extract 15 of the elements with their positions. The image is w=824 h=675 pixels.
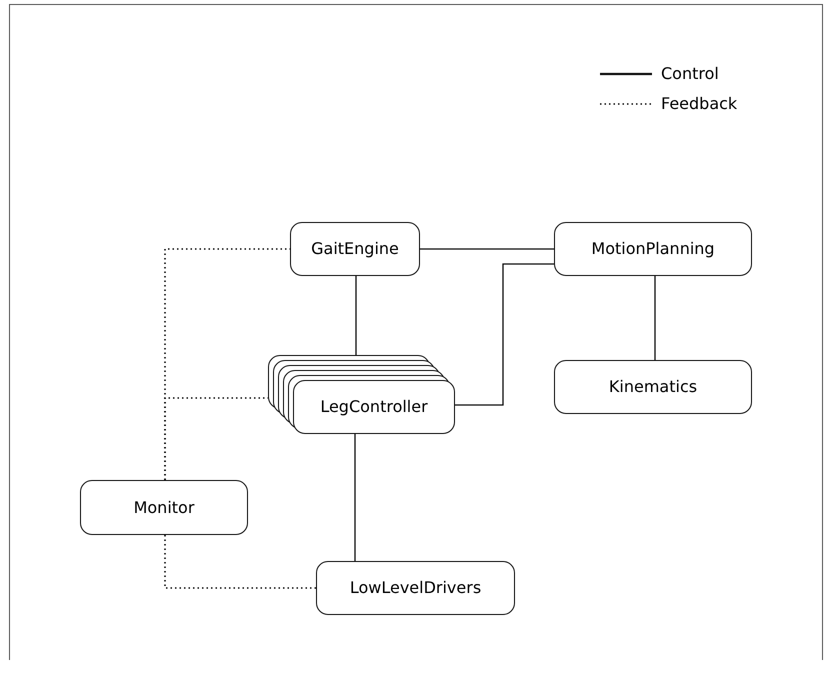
process-box: GaitEngine	[290, 222, 420, 276]
process-box: Kinematics	[554, 360, 752, 414]
connector-line	[164, 535, 316, 589]
box-label: LegController	[320, 396, 428, 418]
connector-line	[654, 276, 656, 360]
process-box: MotionPlanning	[554, 222, 752, 276]
process-box: LowLevelDrivers	[316, 561, 515, 615]
connector-line	[355, 276, 357, 355]
connector-line	[354, 434, 356, 561]
connector-line	[420, 248, 554, 250]
connector-line	[455, 263, 554, 406]
process-box: Monitor	[80, 480, 248, 535]
legend-label: Control	[661, 63, 719, 85]
stacked-process-box	[268, 355, 455, 434]
legend-label: Feedback	[661, 93, 738, 115]
